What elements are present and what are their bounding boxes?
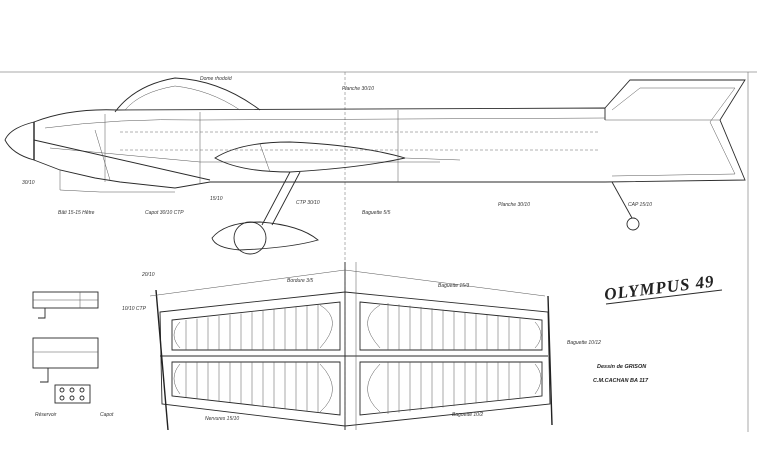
label-cowl-detail: Capot: [100, 412, 114, 418]
label-canopy: Dome rhodoïd: [200, 76, 232, 82]
label-top-strip: Baguette 15/3: [438, 283, 469, 289]
label-bottom-strip: Baguette 10/2: [452, 412, 483, 418]
label-rear-strip: Baguette 10/12: [567, 340, 601, 346]
label-leading-edge: Bordure 3/5: [287, 278, 313, 284]
credit-line-2: C.M.CACHAN BA 117: [593, 378, 649, 384]
plan-title: OLYMPUS 49: [603, 272, 715, 304]
label-ctp-1: CTP 30/10: [296, 200, 320, 206]
label-cowl: Capot 30/10 CTP: [145, 210, 184, 216]
label-tank: Réservoir: [35, 412, 57, 418]
label-ribs: Nervures 15/10: [205, 416, 239, 422]
label-tail-wheel: CAP 15/10: [628, 202, 652, 208]
label-top-sheet: Planche 30/10: [342, 86, 374, 92]
fuselage-side-view: [4, 77, 746, 255]
label-ctp-2: Baguette 5/5: [362, 210, 391, 216]
wing-plan-view: [149, 262, 553, 431]
wing-ribs: [185, 303, 521, 414]
label-mount-size: 15/10: [210, 196, 223, 202]
credit-line-1: Dessin de GRISON: [597, 364, 647, 370]
label-nose-size: 30/10: [22, 180, 35, 186]
label-root-rib: 10/10 CTP: [122, 306, 147, 312]
label-bottom-sheet: Planche 30/10: [498, 202, 530, 208]
label-wing-dim: 20/10: [141, 272, 155, 278]
tank-detail: [32, 291, 99, 404]
label-engine-mount: Bâti 15-15 Hêtre: [58, 210, 95, 216]
